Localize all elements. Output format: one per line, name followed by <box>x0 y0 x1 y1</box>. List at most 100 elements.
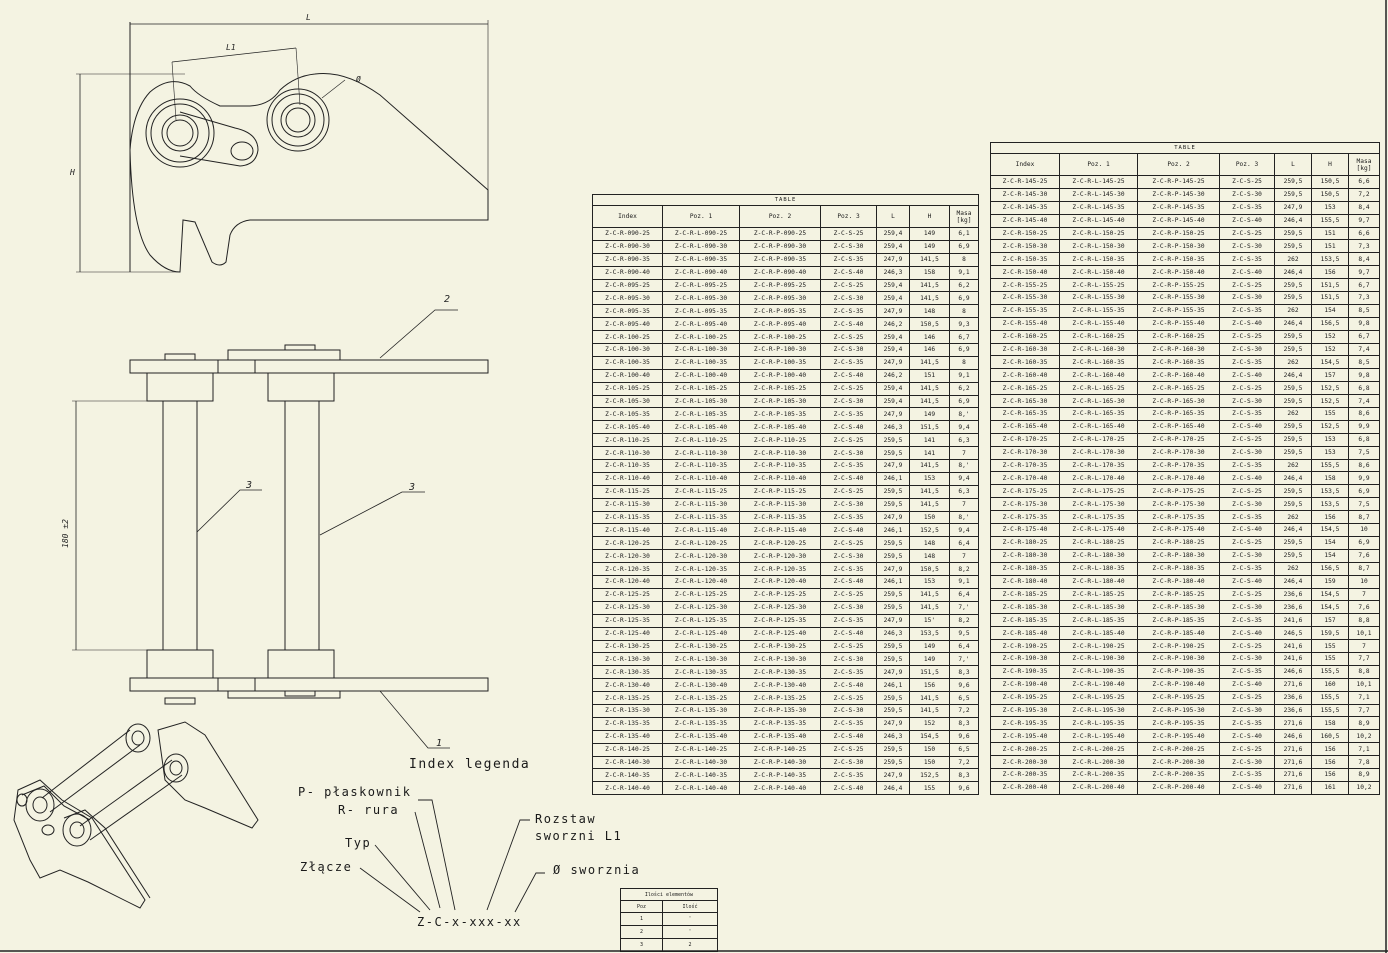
table-cell: Z-C-R-P-140-40 <box>739 781 821 796</box>
table-cell: 8,9 <box>1348 716 1380 731</box>
table-cell: Z-C-S-40 <box>1219 368 1275 383</box>
table-cell: Z-C-R-L-090-25 <box>662 227 740 241</box>
table-cell: 6,3 <box>949 484 979 499</box>
table-cell: Z-C-R-L-160-40 <box>1059 368 1138 383</box>
table-cell: 271,6 <box>1274 767 1312 782</box>
table-cell: Z-C-R-L-165-30 <box>1059 394 1138 409</box>
table-cell: Z-C-R-P-175-40 <box>1137 523 1220 537</box>
table-cell: Z-C-R-175-25 <box>990 484 1060 499</box>
table-cell: Z-C-R-P-140-35 <box>739 768 821 783</box>
table-cell: Z-C-R-195-40 <box>990 729 1060 744</box>
table-cell: 7,6 <box>1348 600 1380 615</box>
table-cell: Z-C-S-35 <box>1219 664 1275 679</box>
table-cell: 8,2 <box>949 613 979 628</box>
table-right-header-cell: H <box>1311 153 1349 176</box>
table-cell: Z-C-R-P-130-40 <box>739 678 821 693</box>
table-cell: Z-C-R-L-105-35 <box>662 407 740 422</box>
table-cell: 153 <box>909 471 950 486</box>
table-left-header-cell: Poz. 3 <box>820 205 877 228</box>
table-cell: Z-C-R-P-195-40 <box>1137 729 1220 744</box>
table-cell: 7,' <box>949 652 979 667</box>
table-cell: 141,5 <box>909 587 950 602</box>
table-cell: 156,5 <box>1311 316 1349 331</box>
table-cell: Z-C-R-090-25 <box>592 227 663 241</box>
table-cell: 3 <box>620 937 663 952</box>
table-cell: Z-C-R-P-180-35 <box>1137 561 1220 576</box>
table-cell: Z-C-S-30 <box>1219 291 1275 305</box>
table-cell: Z-C-R-L-115-25 <box>662 484 740 499</box>
table-cell: 8,3 <box>949 716 979 731</box>
table-cell: 154,5 <box>1311 523 1349 537</box>
table-cell: Z-C-R-P-100-40 <box>739 368 821 383</box>
table-cell: 246,4 <box>1274 523 1312 537</box>
table-cell: Z-C-R-120-25 <box>592 536 663 551</box>
table-cell: 262 <box>1274 303 1312 318</box>
table-cell: Z-C-R-P-125-30 <box>739 600 821 615</box>
table-cell: Z-C-R-185-40 <box>990 626 1060 641</box>
table-cell: Z-C-R-L-160-25 <box>1059 329 1138 344</box>
table-cell: Z-C-R-135-40 <box>592 729 663 744</box>
table-cell: Z-C-R-P-160-30 <box>1137 342 1220 357</box>
table-cell: 149 <box>909 239 950 254</box>
table-cell: 2 <box>620 924 663 939</box>
table-cell: 151,5 <box>1311 278 1349 293</box>
table-cell: Z-C-R-155-35 <box>990 303 1060 318</box>
table-cell: 151,5 <box>909 665 950 680</box>
table-cell: Z-C-R-L-160-30 <box>1059 342 1138 357</box>
table-cell: 6,6 <box>1348 175 1380 189</box>
table-left-header-cell: Masa [kg] <box>949 205 979 228</box>
table-cell: 259,5 <box>876 639 910 654</box>
table-right-header-cell: Masa [kg] <box>1348 153 1380 176</box>
table-cell: 246,4 <box>1274 368 1312 383</box>
table-cell: Z-C-R-L-100-25 <box>662 330 740 345</box>
table-cell: 247,9 <box>876 768 910 783</box>
table-cell: Z-C-S-40 <box>1219 677 1275 692</box>
table-cell: Z-C-R-L-180-40 <box>1059 574 1138 589</box>
table-cell: 8,6 <box>1348 407 1380 421</box>
callout-2: 2 <box>444 294 450 305</box>
table-cell: Z-C-R-180-40 <box>990 574 1060 589</box>
table-cell: 7,1 <box>1348 690 1380 705</box>
table-cell: 150,5 <box>1311 175 1349 189</box>
table-cell: Z-C-S-25 <box>820 691 877 705</box>
table-cell: Z-C-S-40 <box>820 265 877 280</box>
table-cell: 154,5 <box>909 729 950 744</box>
table-cell: 6,8 <box>1348 381 1380 396</box>
table-cell: Z-C-S-25 <box>1219 226 1275 241</box>
table-cell: 241,6 <box>1274 639 1312 653</box>
table-cell: Z-C-R-P-100-25 <box>739 330 821 345</box>
table-cell: 246,3 <box>876 729 910 744</box>
legend-arrows <box>359 799 545 913</box>
table-cell: Z-C-R-P-100-35 <box>739 355 821 370</box>
table-cell: 6,9 <box>949 394 979 409</box>
table-cell: Z-C-R-L-150-30 <box>1059 239 1138 254</box>
table-cell: Z-C-R-P-165-30 <box>1137 394 1220 409</box>
table-cell: Z-C-R-L-145-35 <box>1059 200 1138 215</box>
table-cell: 9,7 <box>1348 265 1380 280</box>
table-cell: 159 <box>1311 574 1349 589</box>
table-cell: Z-C-S-30 <box>1219 548 1275 563</box>
dim-L1: L1 <box>226 43 236 52</box>
table-cell: 8,2 <box>949 562 979 577</box>
table-cell: Z-C-R-L-175-25 <box>1059 484 1138 499</box>
table-cell: 6,1 <box>949 227 979 241</box>
table-cell: Z-C-R-L-110-35 <box>662 459 740 473</box>
table-cell: 247,9 <box>876 407 910 422</box>
